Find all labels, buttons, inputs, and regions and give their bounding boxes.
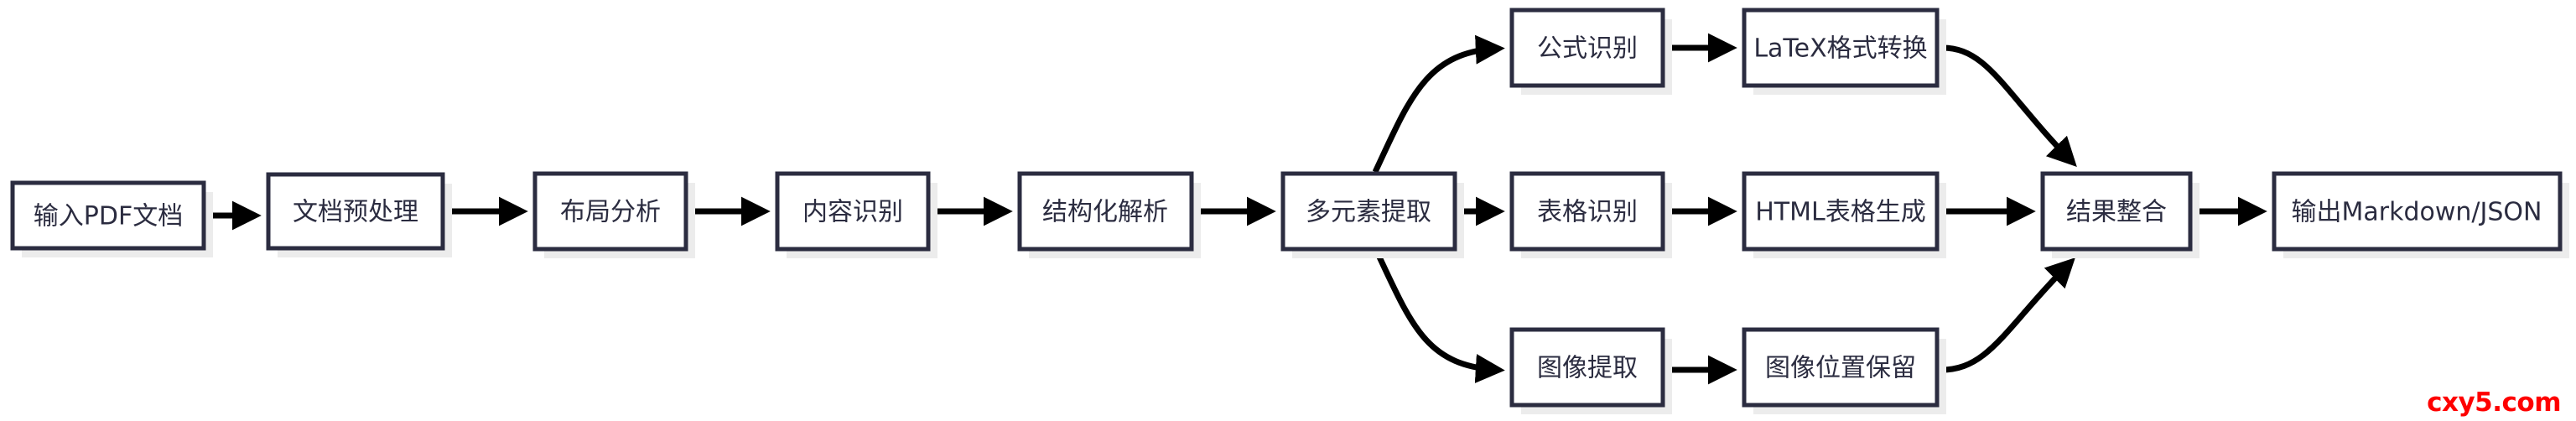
- node-label: 输入PDF文档: [34, 202, 183, 231]
- node-image-position-preserve[interactable]: 图像位置保留: [1742, 327, 1946, 414]
- node-box[interactable]: [1742, 327, 1940, 408]
- edge-n12-n13: [1940, 257, 2075, 373]
- edge-n6-n11: [1374, 250, 1505, 383]
- edges-layer: [208, 33, 2267, 385]
- node-layout-analysis[interactable]: 布局分析: [532, 171, 695, 258]
- node-label: 结构化解析: [1042, 198, 1168, 227]
- node-box[interactable]: [1509, 8, 1665, 88]
- node-formula-recognition[interactable]: 公式识别: [1509, 8, 1672, 95]
- node-box[interactable]: [10, 180, 206, 251]
- node-input-pdf[interactable]: 输入PDF文档: [10, 180, 213, 257]
- node-label: 布局分析: [560, 198, 661, 227]
- node-box[interactable]: [532, 171, 688, 252]
- node-label: 结果整合: [2066, 198, 2167, 227]
- node-content-recognition[interactable]: 内容识别: [775, 171, 937, 258]
- node-box[interactable]: [1509, 327, 1665, 408]
- node-box[interactable]: [1742, 171, 1940, 252]
- node-label: LaTeX格式转换: [1753, 34, 1927, 64]
- node-html-table-generation[interactable]: HTML表格生成: [1742, 171, 1946, 258]
- site-watermark: cxy5.com: [2427, 387, 2561, 418]
- nodes-layer: 输入PDF文档 文档预处理 布局分析 内容识别 结构化解析: [10, 8, 2569, 414]
- node-label: 文档预处理: [293, 198, 418, 227]
- node-box[interactable]: [266, 172, 445, 251]
- node-box[interactable]: [2272, 171, 2563, 252]
- node-box[interactable]: [1280, 171, 1457, 252]
- node-label: 内容识别: [802, 198, 903, 227]
- node-label: 图像位置保留: [1765, 354, 1916, 383]
- node-output-markdown-json[interactable]: 输出Markdown/JSON: [2272, 171, 2569, 258]
- node-multi-element-extraction[interactable]: 多元素提取: [1280, 171, 1464, 258]
- node-box[interactable]: [1509, 171, 1665, 252]
- node-latex-conversion[interactable]: LaTeX格式转换: [1742, 8, 1946, 95]
- node-box[interactable]: [1017, 171, 1194, 252]
- node-label: 图像提取: [1537, 354, 1638, 383]
- edge-n6-n7: [1372, 34, 1505, 174]
- node-structured-parsing[interactable]: 结构化解析: [1017, 171, 1201, 258]
- node-label: 公式识别: [1537, 34, 1638, 64]
- node-document-preprocess[interactable]: 文档预处理: [266, 172, 452, 257]
- node-table-recognition[interactable]: 表格识别: [1509, 171, 1672, 258]
- node-box[interactable]: [2040, 171, 2193, 252]
- node-label: 输出Markdown/JSON: [2292, 198, 2542, 227]
- node-box[interactable]: [775, 171, 931, 252]
- node-image-extraction[interactable]: 图像提取: [1509, 327, 1672, 414]
- node-result-integration[interactable]: 结果整合: [2040, 171, 2199, 258]
- edge-n8-n13: [1940, 44, 2077, 168]
- node-box[interactable]: [1742, 8, 1940, 88]
- node-label: 表格识别: [1537, 198, 1638, 227]
- node-label: 多元素提取: [1306, 198, 1431, 227]
- node-label: HTML表格生成: [1755, 198, 1925, 227]
